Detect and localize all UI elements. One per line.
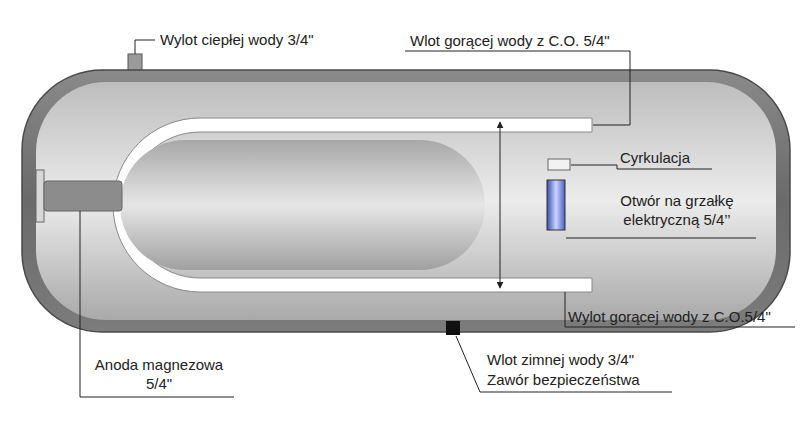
- leader-line: [456, 336, 672, 392]
- callout-label: Anoda magnezowa 5/4": [86, 355, 232, 393]
- callout-label: Wlot gorącej wody z C.O. 5/4": [410, 31, 610, 50]
- tank-shell: [22, 70, 790, 332]
- leader-line: [565, 292, 795, 327]
- tank-interior: [36, 82, 776, 320]
- callout-label: Wlot zimnej wody 3/4": [487, 350, 634, 369]
- callout-label: Wylot gorącej wody z C.O.5/4": [568, 307, 771, 326]
- dimension-line: [500, 122, 501, 288]
- leader-line: [405, 51, 630, 125]
- magnesium-anode: [44, 181, 122, 211]
- callout-label: Zawór bezpieczeństwa: [487, 370, 640, 389]
- callout-label: Wylot ciepłej wody 3/4": [160, 30, 314, 49]
- callout-label: Cyrkulacja: [620, 148, 690, 167]
- heating-coil: [113, 118, 592, 292]
- leader-line: [80, 211, 234, 397]
- callout-label: Otwór na grzałkę elektryczną 5/4’’: [588, 191, 766, 229]
- anode-flange: [36, 170, 44, 222]
- cold-inlet: [446, 321, 460, 335]
- leader-line: [566, 238, 756, 239]
- leader-line: [135, 40, 155, 54]
- heater-opening: [547, 180, 565, 230]
- circulation-stub: [548, 159, 570, 170]
- coil-core: [120, 140, 485, 270]
